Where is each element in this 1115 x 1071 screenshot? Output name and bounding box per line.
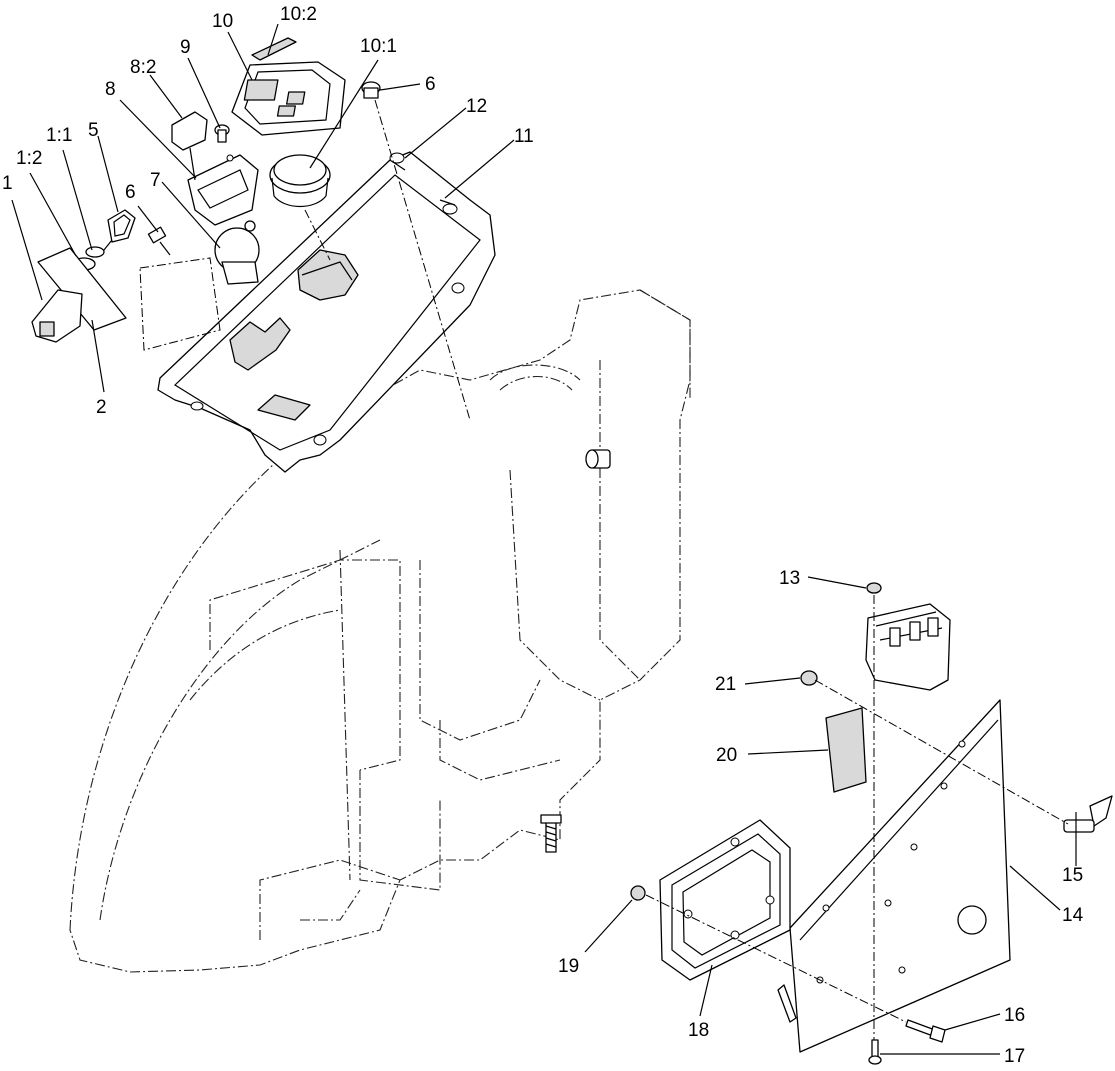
decal-label [825,707,867,793]
callout-6-top: 6 [425,74,436,95]
hex-nut [800,670,818,686]
toggle-switch [1063,795,1113,833]
callout-18: 18 [688,1020,709,1041]
callout-6-left: 6 [125,182,136,203]
callout-1-1: 1:1 [46,125,72,146]
display-unit [231,61,346,136]
display-centerline [304,209,331,261]
callout-11: 11 [514,126,534,147]
module-nut [630,885,646,901]
callout-10-1: 10:1 [360,36,397,57]
callout-5: 5 [88,120,99,141]
callout-15: 15 [1062,865,1083,886]
fuse-block [865,603,951,691]
mounting-plate [777,699,1011,1053]
callout-1-2: 1:2 [16,148,42,169]
bolt-centerline [374,99,471,421]
callout-16: 16 [1004,1005,1025,1026]
console-panel [157,151,496,473]
top-nut [866,582,882,594]
joystick-ball [214,227,260,285]
callout-7: 7 [150,170,161,191]
leader-lines [11,23,1077,1055]
mounting-bolt [147,226,171,256]
frame-knob [585,449,611,469]
bottom-screw [868,1039,882,1065]
toggle-centerline [814,679,1069,825]
callout-8: 8 [105,79,116,100]
callout-12: 12 [466,96,487,117]
long-bolt [905,1019,946,1043]
callout-8-2: 8:2 [130,57,156,78]
callout-17: 17 [1004,1046,1025,1067]
callout-21: 21 [715,674,736,695]
ignition-key [99,209,136,256]
display-label-strip [251,37,297,61]
callout-19: 19 [558,956,579,977]
panel-cutout-guide [139,257,221,351]
callout-2: 2 [96,397,107,418]
callout-labels: 1 1:2 1:1 5 2 6 7 8 8:2 9 10 10:2 10:1 6… [2,4,1084,1067]
callout-14: 14 [1062,905,1084,926]
top-bolt [361,81,381,99]
callout-9: 9 [180,37,191,58]
callout-13: 13 [779,568,800,589]
key-switch-hardware [31,246,127,343]
callout-10-2: 10:2 [280,4,317,25]
callout-20: 20 [716,745,737,766]
lever-knob [171,111,208,181]
small-screw [214,124,230,143]
callout-10: 10 [212,11,233,32]
frame-stud-bolt [540,814,562,853]
display-ring-nut [269,154,331,207]
controller-module [659,819,791,981]
callout-1: 1 [2,173,13,194]
switch-bracket [187,154,259,232]
module-centerline [645,894,907,1023]
